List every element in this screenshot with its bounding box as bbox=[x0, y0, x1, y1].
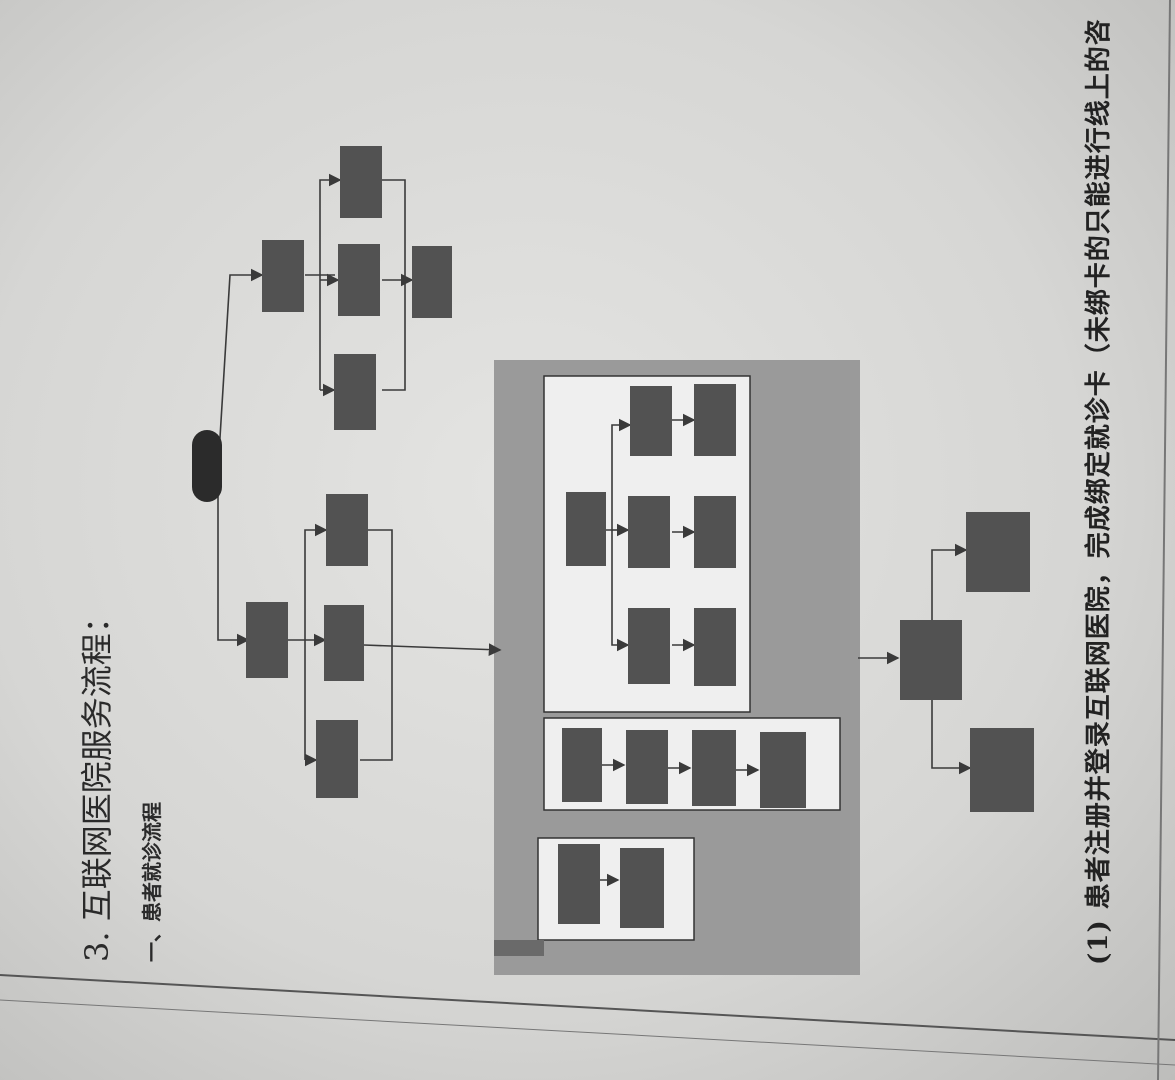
flow-node bbox=[338, 244, 380, 316]
flow-node bbox=[246, 602, 288, 678]
flow-node bbox=[966, 512, 1030, 592]
flow-start-node bbox=[192, 430, 222, 502]
flow-node bbox=[630, 386, 672, 456]
flow-node bbox=[694, 384, 736, 456]
flow-node bbox=[412, 246, 452, 318]
flow-node bbox=[694, 496, 736, 568]
flow-node bbox=[562, 728, 602, 802]
page-border-bottom bbox=[0, 974, 1175, 1041]
flow-node bbox=[334, 354, 376, 430]
flow-node bbox=[316, 720, 358, 798]
flow-node bbox=[626, 730, 668, 804]
flow-node bbox=[558, 844, 600, 924]
flow-node bbox=[692, 730, 736, 806]
flow-node bbox=[694, 608, 736, 686]
flow-node bbox=[900, 620, 962, 700]
flow-node bbox=[628, 496, 670, 568]
flow-panel-title-bar bbox=[494, 940, 544, 956]
flow-node bbox=[760, 732, 806, 808]
page-border-right bbox=[1157, 0, 1171, 1080]
flow-node bbox=[326, 494, 368, 566]
caption-text: (1) 患者注册并登录互联网医院，完成绑定就诊卡（未绑卡的只能进行线上的咨 bbox=[1084, 18, 1114, 965]
flow-node bbox=[566, 492, 606, 566]
flow-node bbox=[340, 146, 382, 218]
flow-connectors bbox=[217, 173, 972, 887]
flow-node bbox=[620, 848, 664, 928]
flow-node bbox=[970, 728, 1034, 812]
flow-node bbox=[324, 605, 364, 681]
flow-node bbox=[262, 240, 304, 312]
flow-node bbox=[628, 608, 670, 684]
page-border-bottom-inner bbox=[0, 999, 1175, 1066]
